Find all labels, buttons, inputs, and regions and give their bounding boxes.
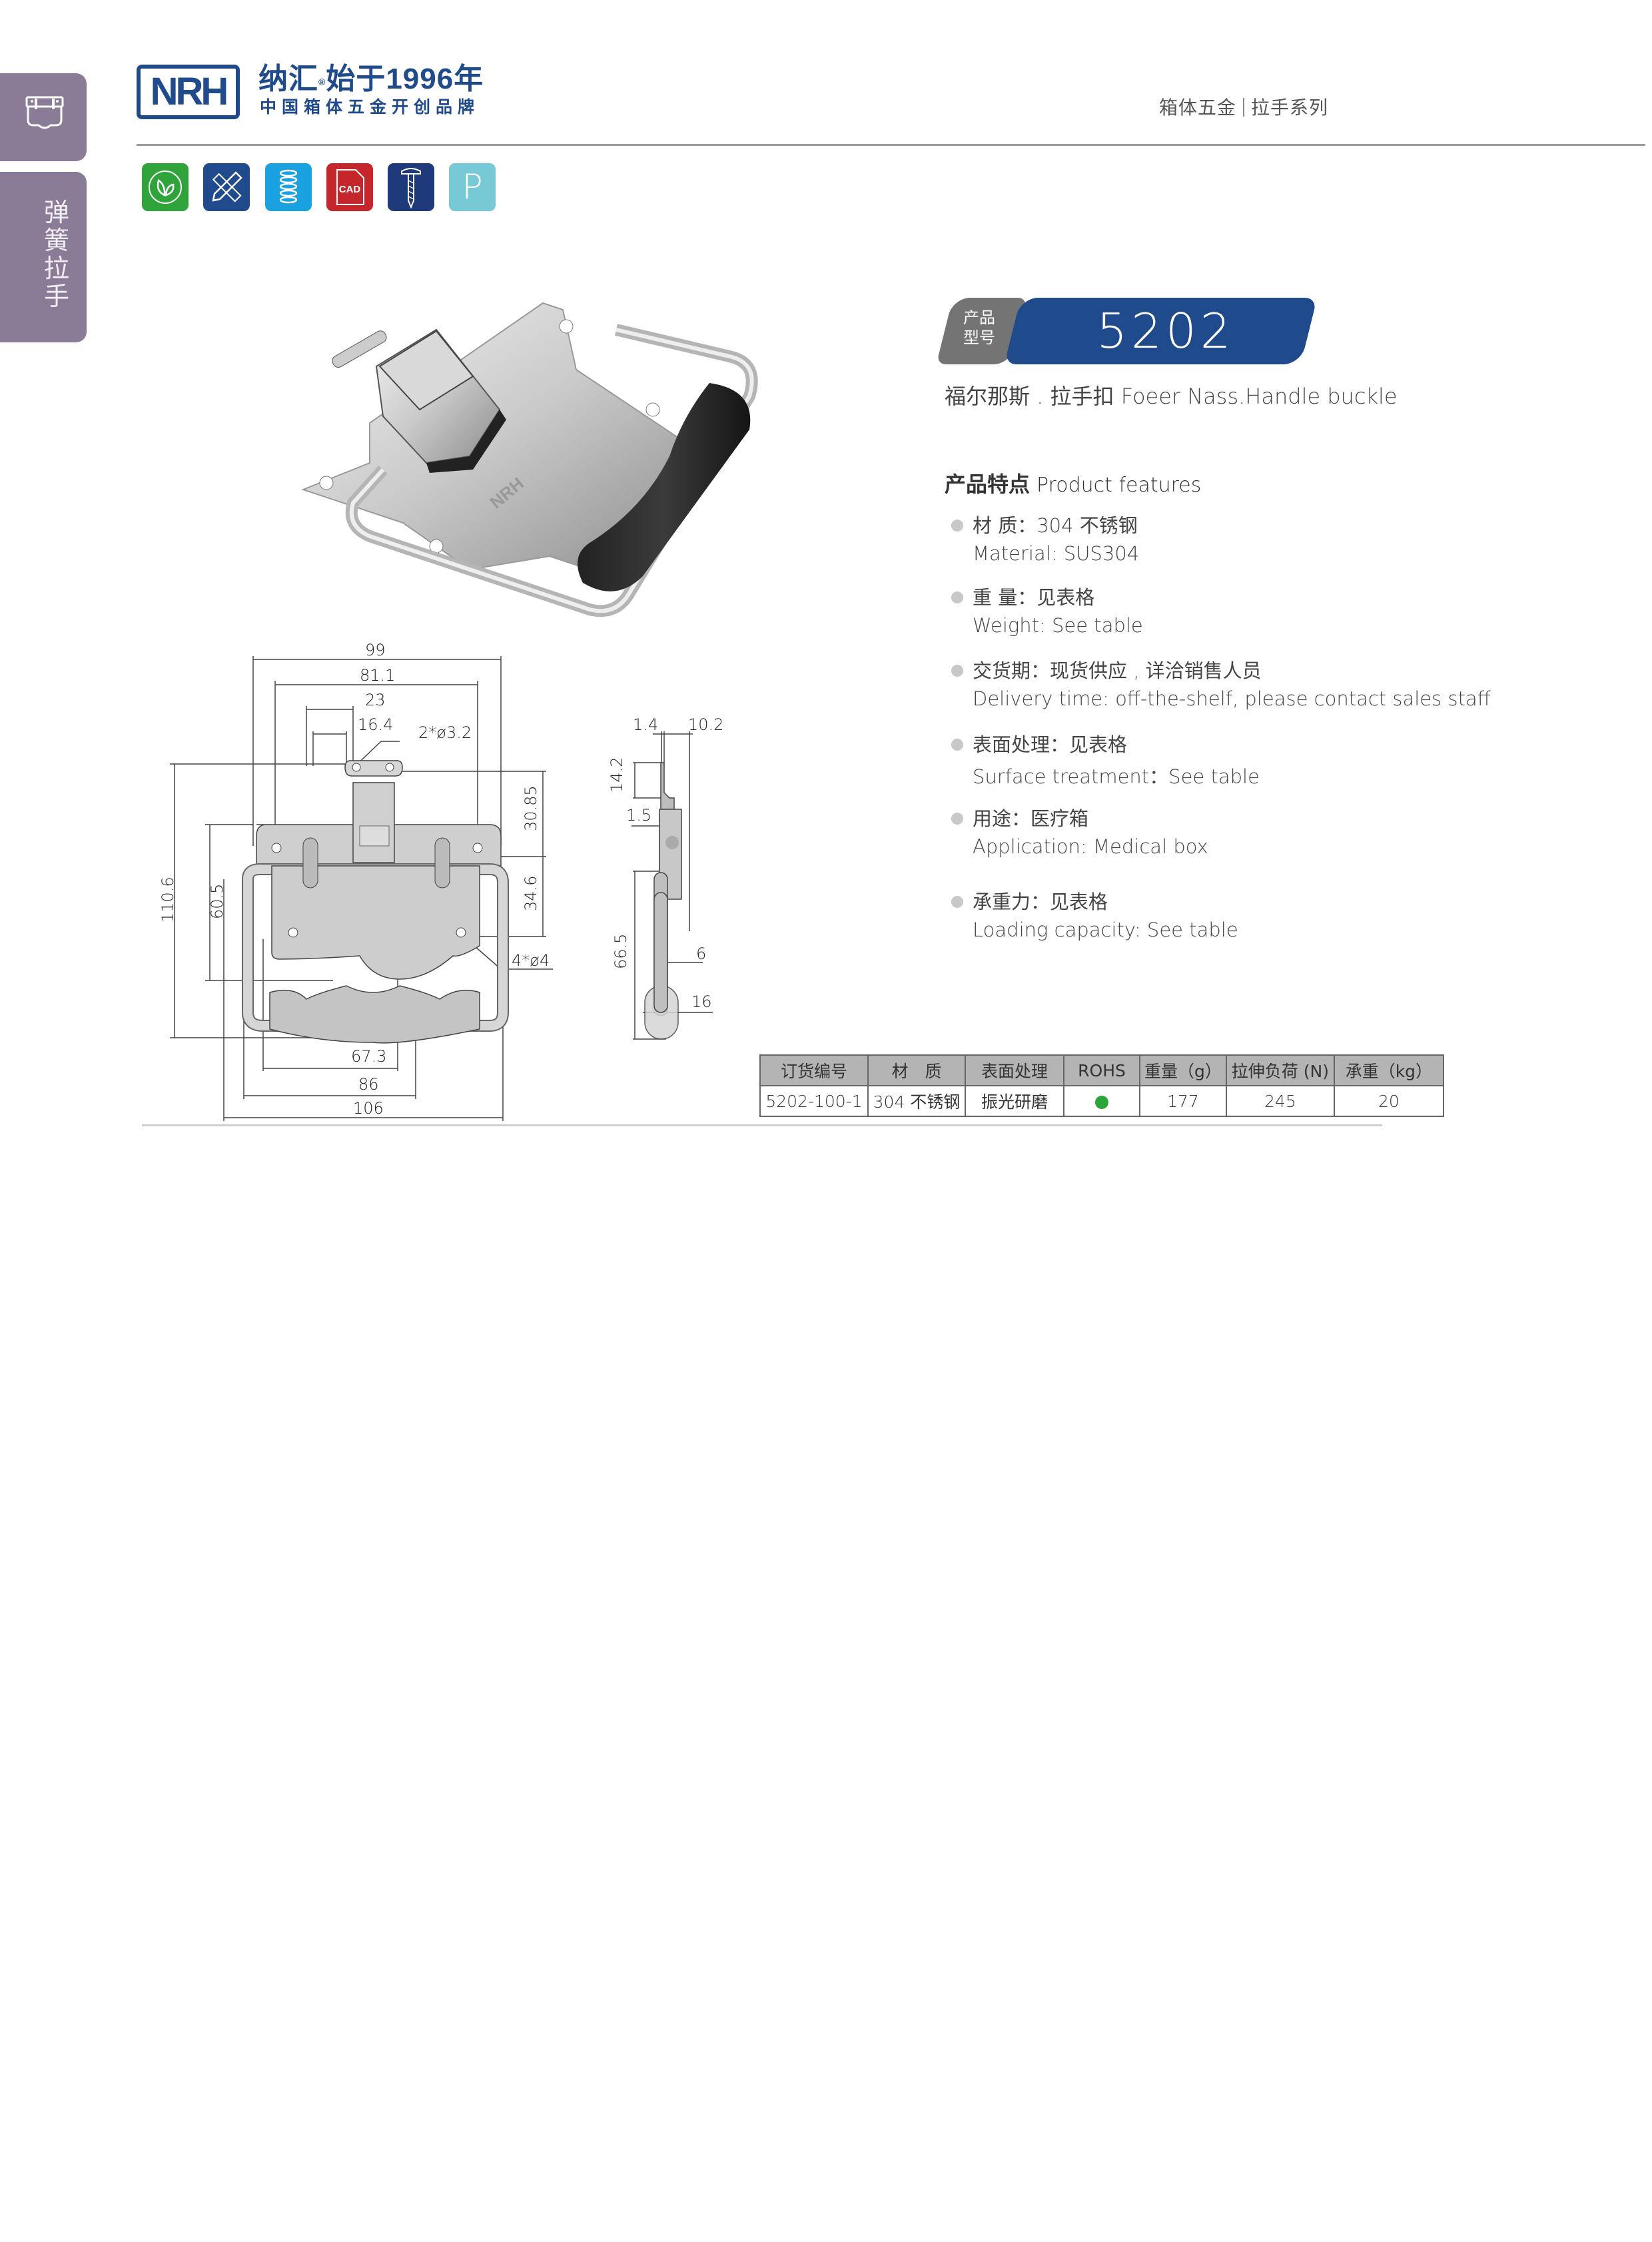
col-tensile: 拉伸负荷 (N)	[1225, 1054, 1335, 1086]
dim-diameter-6: 6	[696, 944, 707, 963]
handle-icon	[25, 96, 64, 129]
brand-slogan: 纳汇®始于1996年	[258, 63, 484, 95]
bullet-icon	[951, 896, 963, 908]
breadcrumb: 箱体五金拉手系列	[1159, 93, 1328, 120]
dim-hole-bottom: 4*ø4	[512, 951, 550, 970]
col-load: 承重（kg）	[1333, 1054, 1444, 1086]
bullet-icon	[951, 739, 963, 751]
model-number: 5202	[1096, 303, 1235, 359]
dim-width-86: 86	[358, 1075, 379, 1094]
breadcrumb-category[interactable]: 箱体五金	[1159, 97, 1237, 119]
brand-tagline: 中国箱体五金开创品牌	[260, 98, 480, 117]
dim-width-81: 81.1	[360, 666, 396, 685]
cell-rohs	[1063, 1085, 1140, 1117]
dim-width-99: 99	[365, 641, 386, 659]
dim-height-14-2: 14.2	[608, 757, 626, 793]
header-divider	[137, 144, 1645, 146]
col-surface: 表面处理	[965, 1054, 1064, 1086]
dim-height-110: 110.6	[159, 877, 177, 923]
eco-leaf-icon	[142, 163, 189, 211]
breadcrumb-separator	[1243, 98, 1245, 117]
col-weight: 重量（g）	[1139, 1054, 1227, 1086]
dim-width-67: 67.3	[351, 1047, 387, 1066]
dim-height-66-5: 66.5	[612, 933, 630, 969]
section-divider	[142, 1124, 1382, 1126]
bullet-icon	[951, 665, 963, 677]
dim-diameter-16: 16	[691, 992, 712, 1011]
spring-icon	[265, 163, 312, 211]
dim-hole-top: 2*ø3.2	[418, 723, 472, 742]
dim-width-106: 106	[353, 1099, 384, 1118]
cad-file-icon: CAD	[326, 163, 373, 211]
dim-height-30: 30.85	[522, 785, 540, 831]
parking-p-icon: P	[449, 163, 496, 211]
sidebar-category-spring-handle[interactable]: 弹 簧 拉 手	[0, 172, 87, 342]
product-photo: NRH	[301, 302, 758, 617]
dim-width-23: 23	[365, 691, 386, 709]
cell-load: 20	[1333, 1085, 1444, 1117]
sidebar-home-tab[interactable]	[0, 73, 87, 161]
dim-height-34: 34.6	[522, 875, 540, 911]
rohs-compliant-icon	[1095, 1095, 1108, 1109]
cell-material: 304 不锈钢	[867, 1085, 966, 1117]
product-subtitle: 福尔那斯 . 拉手扣 Foeer Nass.Handle buckle	[945, 384, 1398, 409]
spec-table: 订货编号 材 质 表面处理 ROHS 重量（g） 拉伸负荷 (N) 承重（kg）…	[759, 1054, 1444, 1117]
screw-icon	[388, 163, 434, 211]
category-label: 弹 簧 拉 手	[43, 198, 69, 311]
cell-order-code: 5202-100-1	[759, 1085, 869, 1117]
table-header-row: 订货编号 材 质 表面处理 ROHS 重量（g） 拉伸负荷 (N) 承重（kg）	[759, 1054, 1444, 1086]
dim-height-60: 60.5	[208, 883, 226, 919]
dim-width-16: 16.4	[358, 715, 394, 734]
breadcrumb-series[interactable]: 拉手系列	[1251, 97, 1329, 119]
bullet-icon	[951, 591, 963, 603]
table-row: 5202-100-1 304 不锈钢 振光研磨 177 245 20	[759, 1085, 1444, 1117]
model-label-text: 产品型号	[963, 308, 995, 347]
cell-weight: 177	[1139, 1085, 1227, 1117]
cell-surface: 振光研磨	[965, 1085, 1064, 1117]
bullet-icon	[951, 520, 963, 532]
dim-thickness-1-5: 1.5	[626, 806, 652, 825]
svg-text:CAD: CAD	[339, 184, 361, 195]
col-material: 材 质	[867, 1054, 966, 1086]
dim-thickness-1-4: 1.4	[633, 715, 659, 734]
nrh-logo: NRH	[137, 65, 240, 119]
col-order-code: 订货编号	[759, 1054, 869, 1086]
design-tools-icon	[203, 163, 250, 211]
cell-tensile: 245	[1225, 1085, 1335, 1117]
bullet-icon	[951, 813, 963, 825]
col-rohs: ROHS	[1063, 1054, 1140, 1086]
dim-depth-10-2: 10.2	[688, 715, 724, 734]
